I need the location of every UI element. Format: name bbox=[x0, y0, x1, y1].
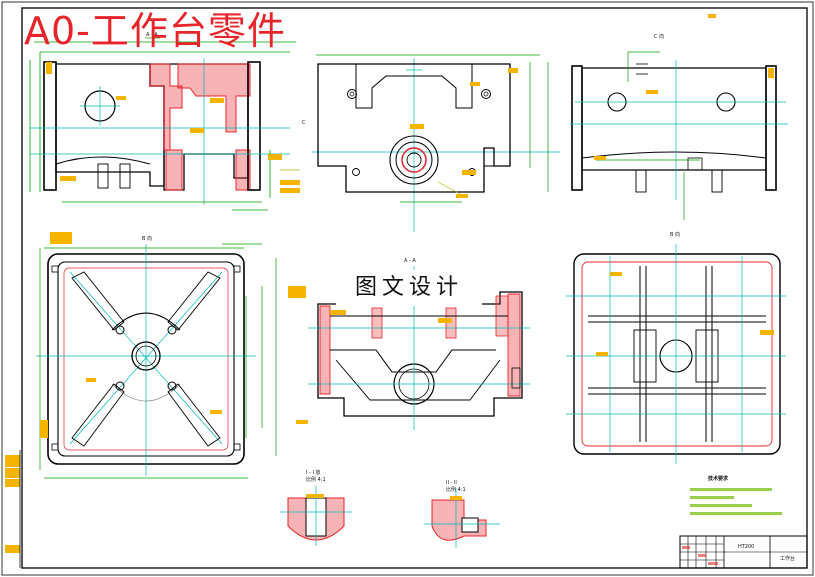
revision-strip bbox=[5, 450, 21, 568]
view-label-aa-top: A - A bbox=[146, 32, 158, 38]
front-section-view: A - A bbox=[29, 32, 300, 211]
title-block-part-name: 工作台 bbox=[780, 555, 795, 562]
title-block: HT200 工作台 bbox=[679, 535, 808, 569]
technical-notes: 技术要求 bbox=[690, 475, 782, 515]
detail-label-1: I - I 放 bbox=[306, 469, 321, 476]
side-view-c: C 向 bbox=[570, 14, 788, 220]
drawing-title: A0-工作台零件 bbox=[24, 9, 286, 53]
top-middle-view: C bbox=[302, 54, 560, 232]
inner-frame bbox=[21, 7, 808, 569]
view-label-b-right: B 向 bbox=[670, 231, 680, 238]
detail-scale-2: 比例 4:1 bbox=[446, 486, 466, 493]
plan-view-b: B 向 bbox=[36, 232, 308, 479]
view-label-c-mark: C bbox=[302, 120, 306, 126]
detail-scale-1: 比例 4:1 bbox=[306, 476, 326, 483]
section-aa-view: A - A bbox=[308, 258, 530, 430]
bottom-view-b: B 向 bbox=[566, 231, 786, 464]
view-label-aa-middle: A - A bbox=[404, 258, 416, 264]
detail-label-2: II - II bbox=[446, 480, 457, 486]
detail-section-2: II - II 比例 4:1 bbox=[424, 480, 500, 548]
view-label-b-left: B 向 bbox=[142, 235, 152, 242]
view-label-c-top: C 向 bbox=[654, 33, 664, 40]
detail-section-1: I - I 放 比例 4:1 bbox=[280, 469, 352, 546]
watermark-text: 图文设计 bbox=[336, 270, 482, 306]
notes-heading: 技术要求 bbox=[708, 475, 729, 482]
title-block-material: HT200 bbox=[738, 544, 754, 550]
